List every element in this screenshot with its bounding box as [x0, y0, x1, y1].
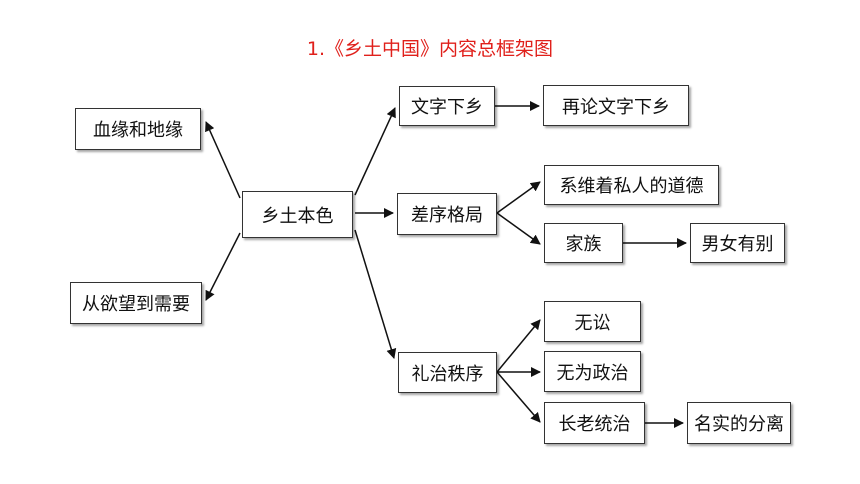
arrow-rite-to-elder-rule: [496, 371, 541, 423]
arrow-center-to-desire-need: [205, 232, 241, 301]
node-center: 乡土本色: [242, 191, 353, 238]
page-title: 1.《乡土中国》内容总框架图: [306, 38, 554, 60]
node-pattern: 差序格局: [397, 193, 497, 235]
node-no-litigation: 无讼: [544, 301, 641, 342]
node-morality: 系维着私人的道德: [544, 165, 719, 205]
arrow-pattern-to-family: [496, 212, 541, 245]
node-desire-need: 从欲望到需要: [70, 282, 202, 324]
node-blood-land: 血缘和地缘: [75, 108, 201, 150]
arrow-center-to-writing: [354, 107, 396, 196]
arrow-center-to-rite-order: [354, 229, 397, 359]
node-name-reality: 名实的分离: [687, 402, 791, 444]
node-family: 家族: [544, 223, 623, 263]
node-rewriting: 再论文字下乡: [543, 85, 689, 126]
node-writing: 文字下乡: [399, 86, 495, 126]
node-rite-order: 礼治秩序: [398, 352, 497, 393]
node-gender: 男女有别: [690, 223, 785, 263]
arrow-pattern-to-morality: [496, 181, 541, 214]
arrow-center-to-blood-land: [205, 121, 241, 199]
node-inaction-politics: 无为政治: [544, 351, 641, 392]
node-elder-rule: 长老统治: [544, 402, 645, 444]
arrow-rite-to-no-litigation: [496, 319, 541, 373]
